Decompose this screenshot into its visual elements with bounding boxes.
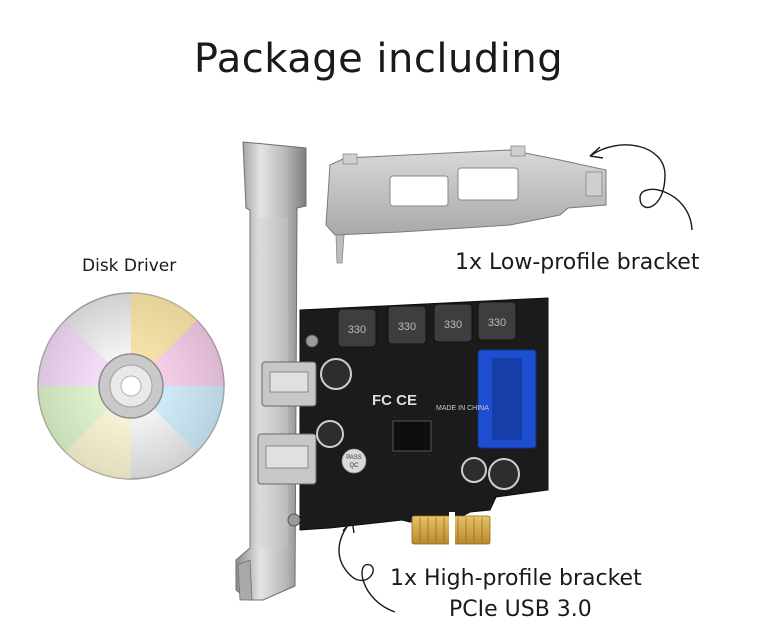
curved-arrow-icon <box>338 519 396 613</box>
capacitor-component <box>316 358 520 490</box>
high-profile-bracket-label: 1x High-profile bracket <box>390 566 642 591</box>
cd-disc-icon <box>37 292 225 480</box>
usb-port-icon <box>257 361 317 485</box>
made-in-mark: MADE IN CHINA <box>436 405 489 412</box>
low-profile-bracket-icon <box>325 145 607 264</box>
screw-icon <box>305 334 319 348</box>
disk-driver-label: Disk Driver <box>82 256 177 276</box>
inductor-mark: 330 <box>398 321 416 333</box>
qc-mark: QC <box>350 463 360 469</box>
fc-ce-mark: FC CE <box>372 392 417 409</box>
curved-arrow-icon <box>589 144 693 231</box>
page-title: Package including <box>193 36 564 82</box>
inductor-component: 330 330 330 330 <box>337 301 517 348</box>
pass-mark: PASS <box>346 455 362 461</box>
inductor-mark: 330 <box>348 324 366 336</box>
pcie-card-board: 330 330 330 330 FC CE MADE IN CHIN <box>257 297 549 546</box>
controller-chip <box>392 420 432 452</box>
usb-internal-header <box>477 349 537 449</box>
product-name-label: PCIe USB 3.0 <box>449 597 592 622</box>
inductor-mark: 330 <box>488 317 506 329</box>
screw-icon <box>287 513 301 527</box>
low-profile-bracket-label: 1x Low-profile bracket <box>455 250 700 275</box>
pass-qc-sticker <box>341 448 367 474</box>
inductor-mark: 330 <box>444 319 462 331</box>
